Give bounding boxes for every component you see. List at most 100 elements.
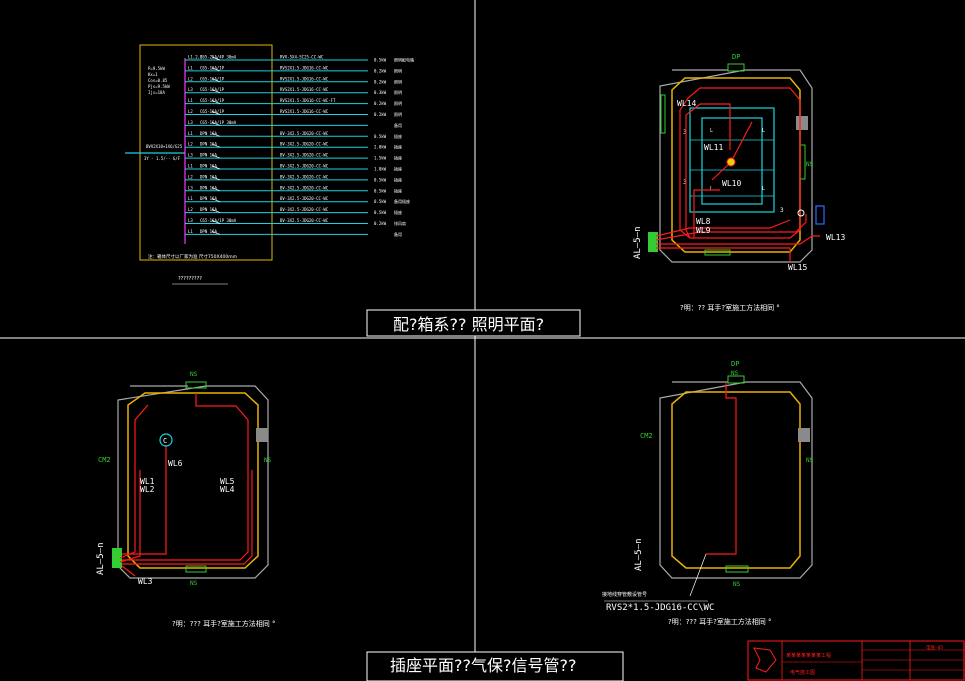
circuit-phase: L2 [188, 76, 193, 81]
al5-label: AL—5—n [634, 538, 644, 571]
circuit-load: 0.2kW [374, 221, 387, 226]
wire-wl4 [122, 470, 253, 565]
circuit-load: 0.5kW [374, 210, 387, 215]
header-line: Ijs=18A [148, 90, 165, 95]
wl10-label: WL10 [722, 179, 741, 188]
lighting-plan: DP NS AL—5—n L L L L 3 3 3 [633, 53, 845, 312]
al5-label: AL—5—n [633, 226, 643, 259]
al-panel-green [112, 548, 122, 568]
breaker-symbol [211, 176, 221, 181]
outlet-c-label: C [163, 437, 167, 445]
circuit-load: 1.0kW [374, 167, 387, 172]
fixture-l: L [710, 186, 713, 192]
tb-no: 电施-05 [926, 644, 943, 651]
title-block-frame [747, 640, 965, 681]
circuit-use: 排风扇 [394, 220, 406, 226]
circuit-phase: L2 [188, 174, 193, 179]
circuit-breaker: C65-16A/1P [200, 76, 225, 81]
circuit-breaker: DPN 16A [200, 142, 217, 147]
breaker-symbol [211, 209, 221, 213]
cm2-label: CM2 [640, 432, 653, 440]
circuit-phase: L3 [188, 153, 193, 158]
fixture-l: L [762, 128, 765, 134]
circuit-load: 0.2kW [374, 101, 387, 106]
wall-box-gray [796, 116, 808, 130]
wire-wl11 [685, 103, 731, 239]
circuit-use: 照明 [394, 68, 402, 73]
circuit-phase: L3 [188, 185, 193, 190]
signal-plan: DP NS NS CM2 NS AL—5—n 接地线穿管敷设管号 RVS2*1.… [602, 360, 814, 626]
circuit-load: 2.0kW [374, 145, 387, 150]
ns-label-right: NS [806, 457, 814, 464]
wire-wl10 [693, 189, 720, 238]
circuit-use: 照明 [394, 101, 402, 106]
circuit-load: 1.5kW [374, 156, 387, 161]
circuit-breaker: C65-16A/1P [200, 87, 225, 92]
banner-bottom-text: 插座平面??气保?信号管?? [390, 656, 576, 675]
ns-label-right: NS [806, 161, 814, 168]
circuit-load: 0.5kW [374, 199, 387, 204]
distribution-schematic: P=9.5kW Kx=1 Cos=0.85 Pjs=9.5kW Ijs=18A … [125, 44, 414, 285]
circuit-load: 0.5kW [374, 177, 387, 182]
circuit-use: 照明配电箱 [394, 57, 414, 63]
ns-label-top: NS [731, 370, 739, 377]
circuit-cable: RVS2X1.5-JDG16-CC-WC [280, 65, 329, 70]
cm2-label: CM2 [98, 456, 111, 464]
circuit-phase: L2 [188, 207, 193, 212]
door-bottom [704, 249, 731, 256]
wl8-label: WL8 [696, 217, 711, 226]
schematic-note: 注：箱体尺寸以厂家为准 尺寸750X400mm [148, 253, 237, 260]
tb-project: 某某某某某某某工程 [786, 652, 831, 659]
header-line: P=9.5kW [148, 66, 165, 71]
schematic-header-lines: P=9.5kW Kx=1 Cos=0.85 Pjs=9.5kW Ijs=18A [148, 66, 170, 95]
wl14-label: WL14 [677, 99, 696, 108]
fixture-l: L [762, 186, 765, 192]
circuit-cable: BV-3X2.5-JDG20-CC-WC [280, 196, 329, 201]
circuit-phase: L1 [188, 229, 193, 234]
breaker-symbol [211, 89, 221, 94]
tb-drawing: 电气施工图 [790, 669, 815, 676]
circuit-cable: BV-3X2.5-JDG20-CC-WC [280, 164, 329, 169]
circuit-use: 照明 [394, 112, 402, 117]
signal-caption: ?明：??? 耳手?室施工方法相同 ° [668, 617, 772, 626]
lighting-wiring [655, 87, 820, 262]
circuit-breaker: C65-16A/1P 30mA [200, 120, 237, 125]
circuit-use: 插座 [394, 144, 402, 150]
breaker-symbol [211, 111, 221, 115]
wire-wl9 [655, 214, 807, 241]
breaker-symbol [211, 122, 221, 126]
rvs-spec: RVS2*1.5-JDG16-CC\WC [606, 603, 714, 613]
circuit-use: 备用 [394, 122, 402, 128]
breaker-symbol [211, 231, 221, 235]
wire-diag-a [730, 121, 753, 163]
banner-top: 配?箱系?? 照明平面? [366, 309, 581, 337]
wl15-label: WL15 [788, 263, 807, 272]
circuit-cable: RVS2X1.5-JDG16-CC-WC [280, 87, 329, 92]
circuit-load: 0.2kW [374, 68, 387, 73]
circuit-use: 插座 [394, 187, 402, 193]
header-line: Cos=0.85 [148, 78, 168, 83]
circuit-use: 插座 [394, 209, 402, 215]
wire-wl5 [122, 393, 249, 561]
ceiling-grid-inner [701, 117, 763, 205]
ns-label-bottom: NS [733, 581, 741, 588]
circuit-breaker: DPN 16A [200, 229, 217, 234]
switch-3: 3 [683, 129, 687, 136]
circuit-breaker: DPN 16A [200, 164, 217, 169]
wl13-label: WL13 [826, 233, 845, 242]
socket-plan: NS NS CM2 NS AL—5—n C WL6 WL1 WL2 WL5 WL… [96, 371, 276, 628]
schematic-caption: ????????? [178, 276, 202, 282]
circuit-breaker: DPN 16A [200, 174, 217, 179]
wire-wl8 [655, 219, 791, 237]
header-line: Pjs=9.5kW [148, 84, 170, 89]
circuit-use: 插座 [394, 133, 402, 139]
circuit-use: 插座 [394, 166, 402, 172]
door-ns-bottom [725, 565, 749, 573]
wall-box-gray [798, 428, 810, 442]
